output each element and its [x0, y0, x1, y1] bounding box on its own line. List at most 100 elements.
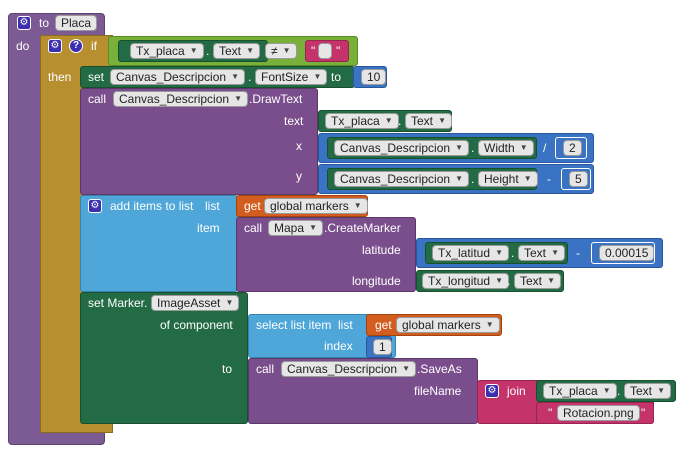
add-items-label: add items to list: [110, 199, 194, 213]
join-quote-open: ": [548, 406, 553, 420]
dropdown-arrow-icon: ▼: [455, 174, 464, 183]
dropdown-arrow-icon: ▼: [313, 72, 322, 81]
if-getter-dot: .: [206, 44, 210, 58]
drawtext-text-dot: .: [398, 114, 402, 128]
set-marker-block[interactable]: [80, 292, 248, 424]
dropdown-arrow-icon: ▼: [402, 364, 411, 373]
dropdown-arrow-icon: ▼: [495, 248, 504, 257]
dropdown-arrow-icon: ▼: [495, 276, 504, 285]
set-fontsize-component[interactable]: Canvas_Descripcion▼: [110, 69, 246, 85]
of-component-label: of component: [160, 318, 233, 332]
add-items-list-label: list: [205, 199, 220, 213]
saveas-component[interactable]: Canvas_Descripcion▼: [281, 361, 417, 377]
set-fontsize-set-label: set: [88, 70, 105, 84]
latitude-property[interactable]: Text▼: [518, 245, 566, 261]
procedure-to-label: to: [39, 16, 50, 30]
compare-operator[interactable]: ≠▼: [265, 43, 297, 59]
select-get-label: get: [375, 318, 392, 332]
createmarker-method: .CreateMarker: [324, 221, 401, 235]
if-gear-icon[interactable]: ⚙: [48, 39, 62, 53]
add-items-gear-icon[interactable]: ⚙: [88, 199, 102, 213]
dropdown-arrow-icon: ▼: [384, 116, 393, 125]
latitude-subtract-operator: -: [576, 246, 580, 260]
set-fontsize-property[interactable]: FontSize▼: [255, 69, 328, 85]
join-getter-component[interactable]: Tx_placa▼: [543, 383, 617, 399]
dropdown-arrow-icon: ▼: [602, 386, 611, 395]
saveas-method: .SaveAs: [417, 362, 462, 376]
y-height-dot: .: [471, 172, 475, 186]
dropdown-arrow-icon: ▼: [246, 46, 255, 55]
procedure-header: [8, 13, 98, 35]
drawtext-y-label: y: [296, 169, 302, 183]
x-number-field[interactable]: 2: [563, 140, 582, 156]
createmarker-component[interactable]: Mapa▼: [268, 220, 324, 236]
procedure-do-label: do: [16, 39, 30, 53]
x-width-component[interactable]: Canvas_Descripcion▼: [334, 140, 470, 156]
filename-label: fileName: [414, 384, 462, 398]
createmarker-block[interactable]: [236, 217, 416, 292]
join-getter-property[interactable]: Text▼: [624, 383, 672, 399]
dropdown-arrow-icon: ▼: [657, 386, 666, 395]
dropdown-arrow-icon: ▼: [438, 116, 447, 125]
join-string-field[interactable]: Rotacion.png: [557, 405, 640, 421]
drawtext-text-label: text: [284, 114, 304, 128]
drawtext-text-property[interactable]: Text▼: [405, 113, 453, 129]
fontsize-number-field[interactable]: 10: [361, 69, 387, 85]
dropdown-arrow-icon: ▼: [519, 143, 528, 152]
y-number-field[interactable]: 5: [569, 171, 588, 187]
index-number-field[interactable]: 1: [373, 339, 392, 355]
dropdown-arrow-icon: ▼: [234, 94, 243, 103]
saveas-call-label: call: [256, 362, 275, 376]
select-list-item-label: select list item: [256, 318, 332, 332]
longitude-component[interactable]: Tx_longitud▼: [422, 273, 510, 289]
join-label: join: [507, 384, 526, 398]
select-list-label: list: [338, 318, 353, 332]
latitude-number-field[interactable]: 0.00015: [599, 245, 655, 261]
dropdown-arrow-icon: ▼: [231, 72, 240, 81]
latitude-component[interactable]: Tx_latitud▼: [432, 245, 510, 261]
longitude-label: longitude: [352, 274, 401, 288]
createmarker-call-label: call: [244, 221, 263, 235]
select-get-variable[interactable]: global markers▼: [396, 317, 500, 333]
add-items-block[interactable]: [80, 195, 238, 292]
join-getter-dot: .: [617, 384, 621, 398]
select-index-label: index: [324, 339, 353, 353]
procedure-name-field[interactable]: Placa: [55, 15, 98, 31]
dropdown-arrow-icon: ▼: [551, 248, 560, 257]
if-getter-property[interactable]: Text▼: [213, 43, 261, 59]
set-marker-property[interactable]: ImageAsset▼: [151, 295, 240, 311]
dropdown-arrow-icon: ▼: [455, 143, 464, 152]
latitude-dot: .: [511, 246, 515, 260]
y-height-property[interactable]: Height▼: [478, 171, 538, 187]
dropdown-arrow-icon: ▼: [485, 320, 494, 329]
add-items-item-label: item: [197, 221, 220, 235]
longitude-dot: .: [507, 274, 511, 288]
if-help-icon[interactable]: ?: [69, 39, 83, 53]
drawtext-component[interactable]: Canvas_Descripcion▼: [113, 91, 249, 107]
procedure-gear-icon[interactable]: ⚙: [17, 16, 31, 30]
quote-close: ": [336, 44, 341, 58]
y-height-component[interactable]: Canvas_Descripcion▼: [334, 171, 470, 187]
set-marker-label: set Marker.: [88, 296, 148, 310]
dropdown-arrow-icon: ▼: [189, 46, 198, 55]
x-width-property[interactable]: Width▼: [478, 140, 534, 156]
set-marker-to-label: to: [222, 362, 233, 376]
drawtext-text-component[interactable]: Tx_placa▼: [325, 113, 399, 129]
if-getter-component[interactable]: Tx_placa▼: [130, 43, 204, 59]
set-fontsize-to-label: to: [331, 70, 342, 84]
x-divide-operator: /: [543, 141, 547, 155]
longitude-property[interactable]: Text▼: [514, 273, 562, 289]
dropdown-arrow-icon: ▼: [353, 201, 362, 210]
set-fontsize-dot: .: [248, 70, 252, 84]
add-items-get-variable[interactable]: global markers▼: [264, 198, 368, 214]
empty-string-field[interactable]: [318, 43, 332, 59]
join-gear-icon[interactable]: ⚙: [485, 384, 499, 398]
drawtext-x-label: x: [296, 139, 302, 153]
then-label: then: [48, 70, 72, 84]
dropdown-arrow-icon: ▼: [309, 223, 318, 232]
drawtext-method: .DrawText: [249, 92, 303, 106]
y-subtract-operator: -: [547, 172, 551, 186]
add-items-get-label: get: [244, 199, 261, 213]
dropdown-arrow-icon: ▼: [282, 46, 291, 55]
dropdown-arrow-icon: ▼: [547, 276, 556, 285]
